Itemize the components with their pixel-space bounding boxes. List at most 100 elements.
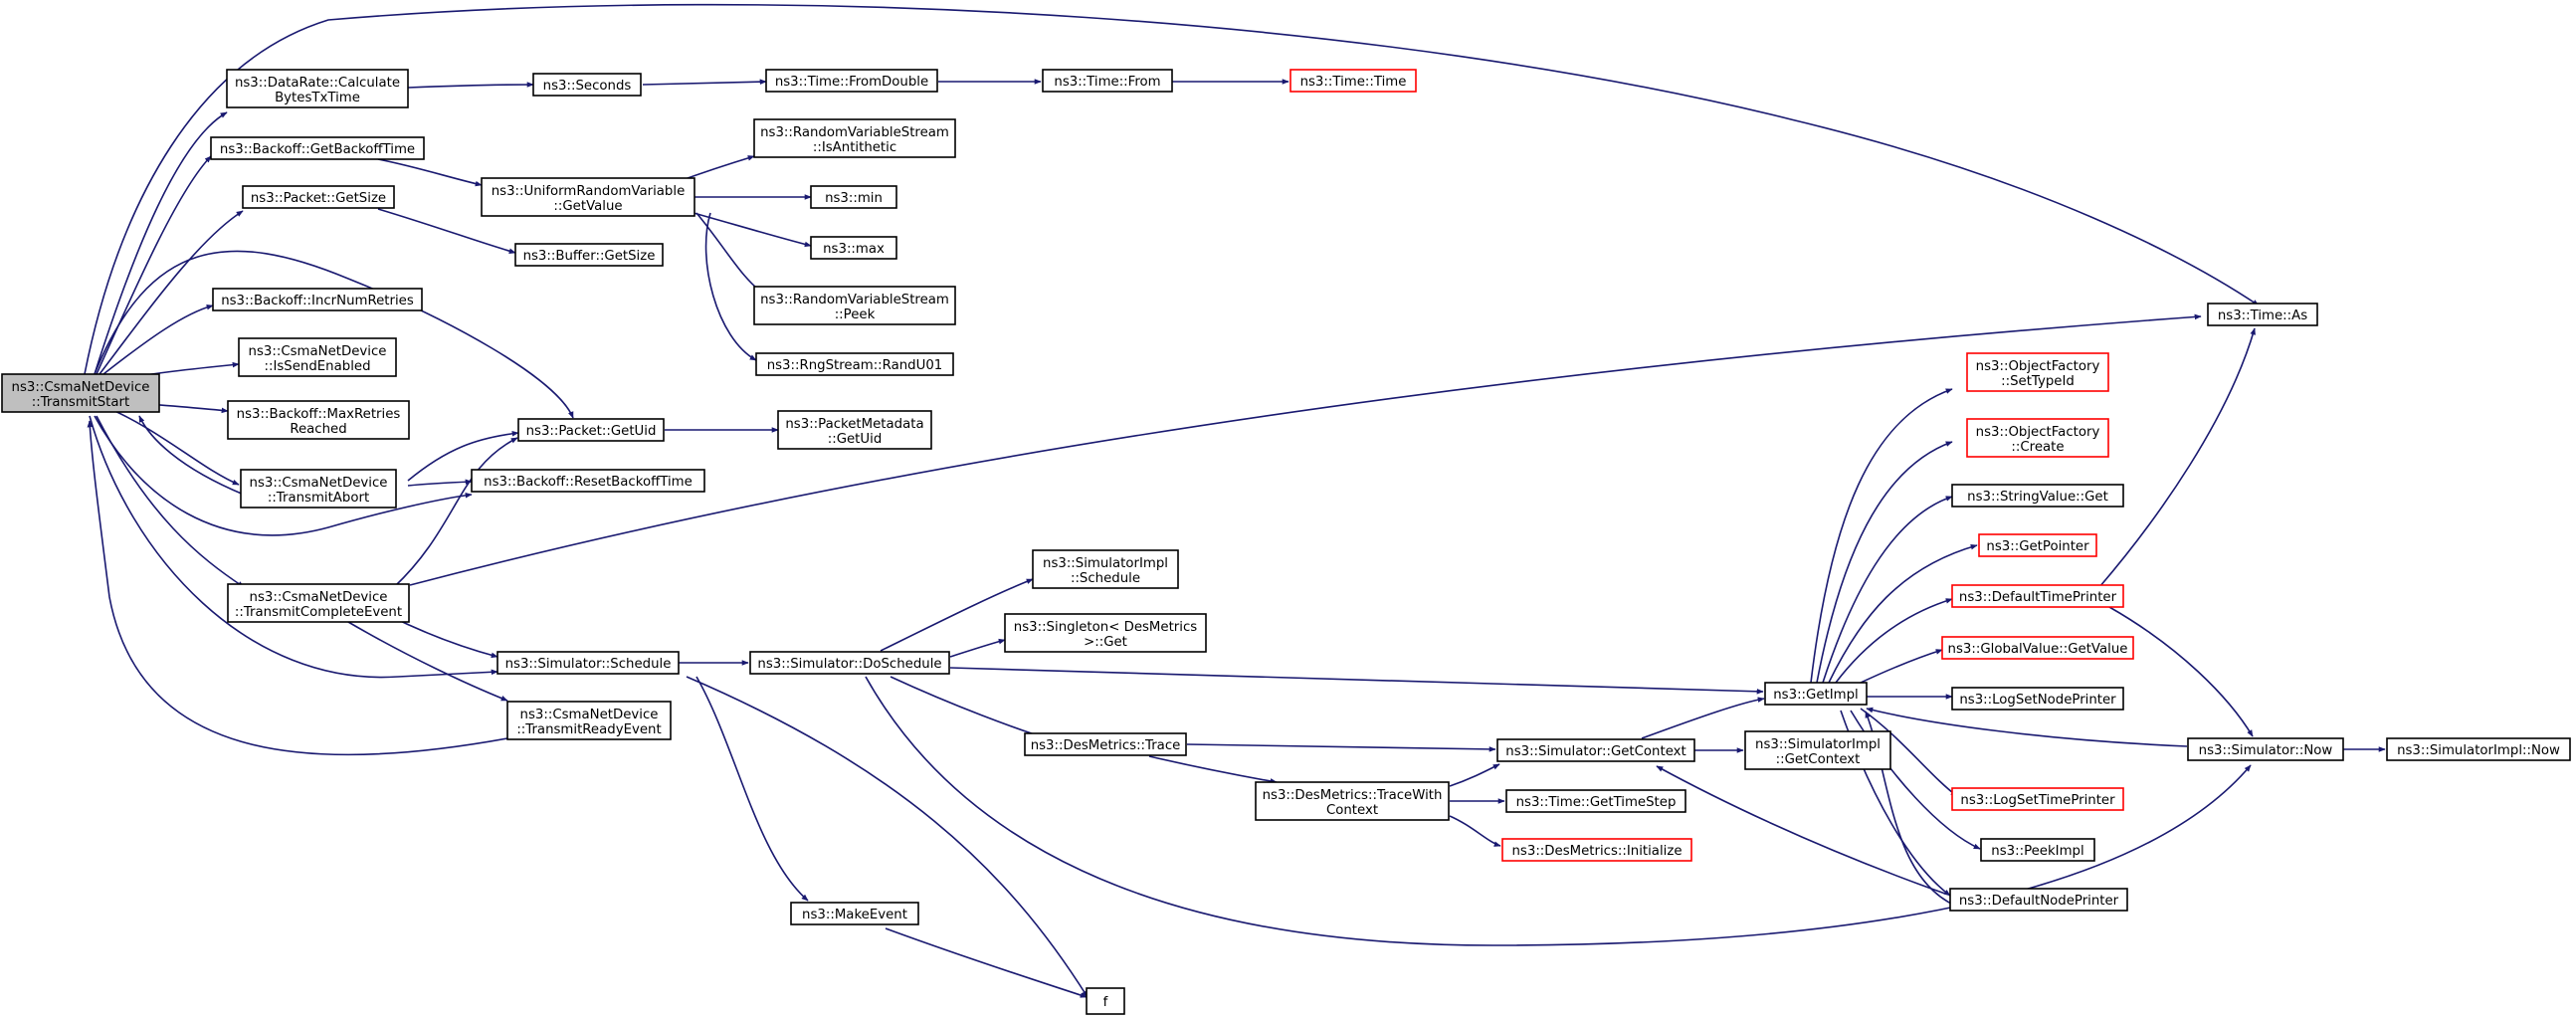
svg-text:ns3::RngStream::RandU01: ns3::RngStream::RandU01: [767, 358, 943, 373]
node-datarate-calculatebytestxtime[interactable]: ns3::DataRate::Calculate BytesTxTime: [226, 69, 409, 108]
svg-text:ns3::Seconds: ns3::Seconds: [543, 79, 632, 94]
node-logsetnodeprinter[interactable]: ns3::LogSetNodePrinter: [1951, 687, 2124, 711]
node-stringvalue-get[interactable]: ns3::StringValue::Get: [1951, 484, 2124, 508]
node-desmetrics-trace[interactable]: ns3::DesMetrics::Trace: [1024, 732, 1187, 756]
node-logsettimeprinter[interactable]: ns3::LogSetTimePrinter: [1951, 787, 2124, 811]
node-getpointer[interactable]: ns3::GetPointer: [1978, 533, 2097, 557]
svg-text:>::Get: >::Get: [1084, 635, 1127, 650]
node-buffer-getsize[interactable]: ns3::Buffer::GetSize: [514, 243, 664, 267]
edge-seconds-to-fromdouble: [642, 79, 767, 86]
node-simulatorimpl-schedule[interactable]: ns3::SimulatorImpl ::Schedule: [1032, 549, 1179, 589]
edge-root-to-packet-getsize: [99, 210, 244, 375]
svg-text:ns3::LogSetNodePrinter: ns3::LogSetNodePrinter: [1959, 693, 2116, 708]
svg-text:::GetUid: ::GetUid: [828, 432, 883, 447]
node-defaulttimeprinter[interactable]: ns3::DefaultTimePrinter: [1951, 584, 2124, 608]
node-simulator-doschedule[interactable]: ns3::Simulator::DoSchedule: [749, 651, 950, 675]
edge-doschedule-to-getimpl: [949, 667, 1764, 695]
edge-getimpl-to-create: [1816, 441, 1953, 684]
edge-schedule-to-makeevent: [695, 676, 809, 902]
node-packet-getsize[interactable]: ns3::Packet::GetSize: [242, 185, 395, 209]
node-singleton-desmetrics-get[interactable]: ns3::Singleton< DesMetrics >::Get: [1004, 613, 1207, 653]
node-objectfactory-settypeid[interactable]: ns3::ObjectFactory ::SetTypeId: [1966, 352, 2109, 392]
node-simulatorimpl-now[interactable]: ns3::SimulatorImpl::Now: [2386, 737, 2571, 761]
edge-root-to-resetbackofftime: [94, 415, 473, 536]
edge-getimpl-to-defaulttimeprinter: [1835, 598, 1953, 684]
svg-text:::TransmitCompleteEvent: ::TransmitCompleteEvent: [235, 605, 402, 620]
node-simulator-schedule[interactable]: ns3::Simulator::Schedule: [496, 651, 680, 675]
svg-text:ns3::Backoff::MaxRetries: ns3::Backoff::MaxRetries: [237, 407, 401, 422]
node-max[interactable]: ns3::max: [810, 236, 897, 260]
svg-text:ns3::Simulator::DoSchedule: ns3::Simulator::DoSchedule: [757, 657, 941, 672]
node-uniformrandomvariable-getvalue[interactable]: ns3::UniformRandomVariable ::GetValue: [481, 177, 695, 217]
svg-text:ns3::SimulatorImpl: ns3::SimulatorImpl: [1043, 556, 1168, 571]
node-time-as[interactable]: ns3::Time::As: [2207, 303, 2318, 326]
node-time-fromdouble[interactable]: ns3::Time::FromDouble: [765, 69, 938, 93]
svg-text:ns3::LogSetTimePrinter: ns3::LogSetTimePrinter: [1960, 793, 2115, 808]
node-csmanetdevice-transmitabort[interactable]: ns3::CsmaNetDevice ::TransmitAbort: [240, 469, 397, 509]
svg-text:f: f: [1103, 995, 1108, 1010]
node-backoff-getbackofftime[interactable]: ns3::Backoff::GetBackoffTime: [210, 136, 425, 160]
svg-text:ns3::PacketMetadata: ns3::PacketMetadata: [785, 417, 923, 432]
node-randomvariablestream-isantithetic[interactable]: ns3::RandomVariableStream ::IsAntithetic: [753, 118, 956, 158]
svg-text:::Create: ::Create: [2011, 440, 2064, 455]
svg-text:ns3::Singleton< DesMetrics: ns3::Singleton< DesMetrics: [1014, 620, 1197, 635]
edge-defaultnodeprinter-to-getcontext: [1656, 765, 1946, 895]
svg-text:::TransmitStart: ::TransmitStart: [32, 395, 129, 410]
node-packet-getuid[interactable]: ns3::Packet::GetUid: [517, 418, 665, 442]
node-seconds[interactable]: ns3::Seconds: [532, 73, 642, 97]
edge-getbackofftime-to-uniform: [377, 158, 483, 187]
node-simulator-now[interactable]: ns3::Simulator::Now: [2187, 737, 2344, 761]
node-objectfactory-create[interactable]: ns3::ObjectFactory ::Create: [1966, 418, 2109, 458]
node-packetmetadata-getuid[interactable]: ns3::PacketMetadata ::GetUid: [777, 410, 932, 450]
node-time-from[interactable]: ns3::Time::From: [1042, 69, 1173, 93]
node-f[interactable]: f: [1086, 987, 1125, 1015]
edge-packetgetsize-to-buffergetsize: [377, 208, 516, 254]
svg-text:ns3::PeekImpl: ns3::PeekImpl: [1991, 844, 2083, 859]
svg-text:ns3::CsmaNetDevice: ns3::CsmaNetDevice: [250, 476, 388, 491]
svg-text:ns3::Time::GetTimeStep: ns3::Time::GetTimeStep: [1516, 795, 1677, 810]
node-backoff-maxretriesreached[interactable]: ns3::Backoff::MaxRetries Reached: [227, 400, 410, 440]
node-time-gettimestep[interactable]: ns3::Time::GetTimeStep: [1505, 789, 1686, 813]
node-csmanetdevice-transmitcompleteevent[interactable]: ns3::CsmaNetDevice ::TransmitCompleteEve…: [227, 583, 410, 623]
node-peekimpl[interactable]: ns3::PeekImpl: [1980, 838, 2095, 862]
node-backoff-resetbackofftime[interactable]: ns3::Backoff::ResetBackoffTime: [471, 469, 705, 493]
node-csmanetdevice-transmitreadyevent[interactable]: ns3::CsmaNetDevice ::TransmitReadyEvent: [506, 701, 672, 740]
node-desmetrics-initialize[interactable]: ns3::DesMetrics::Initialize: [1501, 838, 1692, 862]
node-defaultnodeprinter[interactable]: ns3::DefaultNodePrinter: [1949, 888, 2128, 912]
svg-text:ns3::Simulator::Now: ns3::Simulator::Now: [2199, 743, 2333, 758]
node-desmetrics-tracewithcontext[interactable]: ns3::DesMetrics::TraceWith Context: [1255, 781, 1450, 821]
node-simulatorimpl-getcontext[interactable]: ns3::SimulatorImpl ::GetContext: [1744, 730, 1891, 770]
edge-transmitabort-to-getuid: [407, 430, 519, 482]
node-min[interactable]: ns3::min: [810, 185, 897, 209]
svg-text:Context: Context: [1326, 803, 1378, 818]
svg-text:ns3::RandomVariableStream: ns3::RandomVariableStream: [760, 293, 949, 307]
svg-text:ns3::GetPointer: ns3::GetPointer: [1986, 539, 2089, 554]
svg-text:ns3::Backoff::ResetBackoffTime: ns3::Backoff::ResetBackoffTime: [484, 475, 693, 490]
node-simulator-getcontext[interactable]: ns3::Simulator::GetContext: [1496, 738, 1695, 762]
node-globalvalue-getvalue[interactable]: ns3::GlobalValue::GetValue: [1941, 636, 2134, 660]
node-backoff-incrnumretries[interactable]: ns3::Backoff::IncrNumRetries: [212, 288, 423, 311]
node-getimpl[interactable]: ns3::GetImpl: [1764, 682, 1868, 706]
edge-tracewithcontext-to-getcontext: [1449, 763, 1500, 787]
svg-text:::IsSendEnabled: ::IsSendEnabled: [264, 359, 370, 374]
node-csmanetdevice-transmitstart[interactable]: ns3::CsmaNetDevice ::TransmitStart: [1, 373, 160, 413]
svg-text:ns3::Time::As: ns3::Time::As: [2218, 308, 2307, 323]
svg-text:ns3::MakeEvent: ns3::MakeEvent: [802, 908, 907, 922]
node-rngstream-randu01[interactable]: ns3::RngStream::RandU01: [755, 352, 954, 376]
node-time-time[interactable]: ns3::Time::Time: [1289, 69, 1417, 93]
svg-text:ns3::DesMetrics::Initialize: ns3::DesMetrics::Initialize: [1512, 844, 1683, 859]
edge-transmitcompleteevent-to-getuid: [393, 437, 518, 588]
svg-text:ns3::Time::FromDouble: ns3::Time::FromDouble: [775, 75, 928, 90]
svg-text:ns3::max: ns3::max: [823, 242, 885, 257]
svg-text:ns3::UniformRandomVariable: ns3::UniformRandomVariable: [492, 184, 686, 199]
svg-text:ns3::Packet::GetSize: ns3::Packet::GetSize: [251, 191, 386, 206]
node-makeevent[interactable]: ns3::MakeEvent: [790, 902, 919, 925]
svg-text:ns3::ObjectFactory: ns3::ObjectFactory: [1976, 425, 2100, 440]
node-randomvariablestream-peek[interactable]: ns3::RandomVariableStream ::Peek: [753, 286, 956, 325]
node-csmanetdevice-issendenabled[interactable]: ns3::CsmaNetDevice ::IsSendEnabled: [238, 337, 397, 377]
edge-transmitabort-to-resetbackofftime: [407, 479, 473, 487]
edge-uniform-to-max: [686, 210, 812, 248]
edge-trace-to-tracewithcontext: [1148, 755, 1278, 784]
svg-text:ns3::CsmaNetDevice: ns3::CsmaNetDevice: [520, 708, 659, 722]
edge-tracewithcontext-to-initialize: [1449, 815, 1501, 847]
